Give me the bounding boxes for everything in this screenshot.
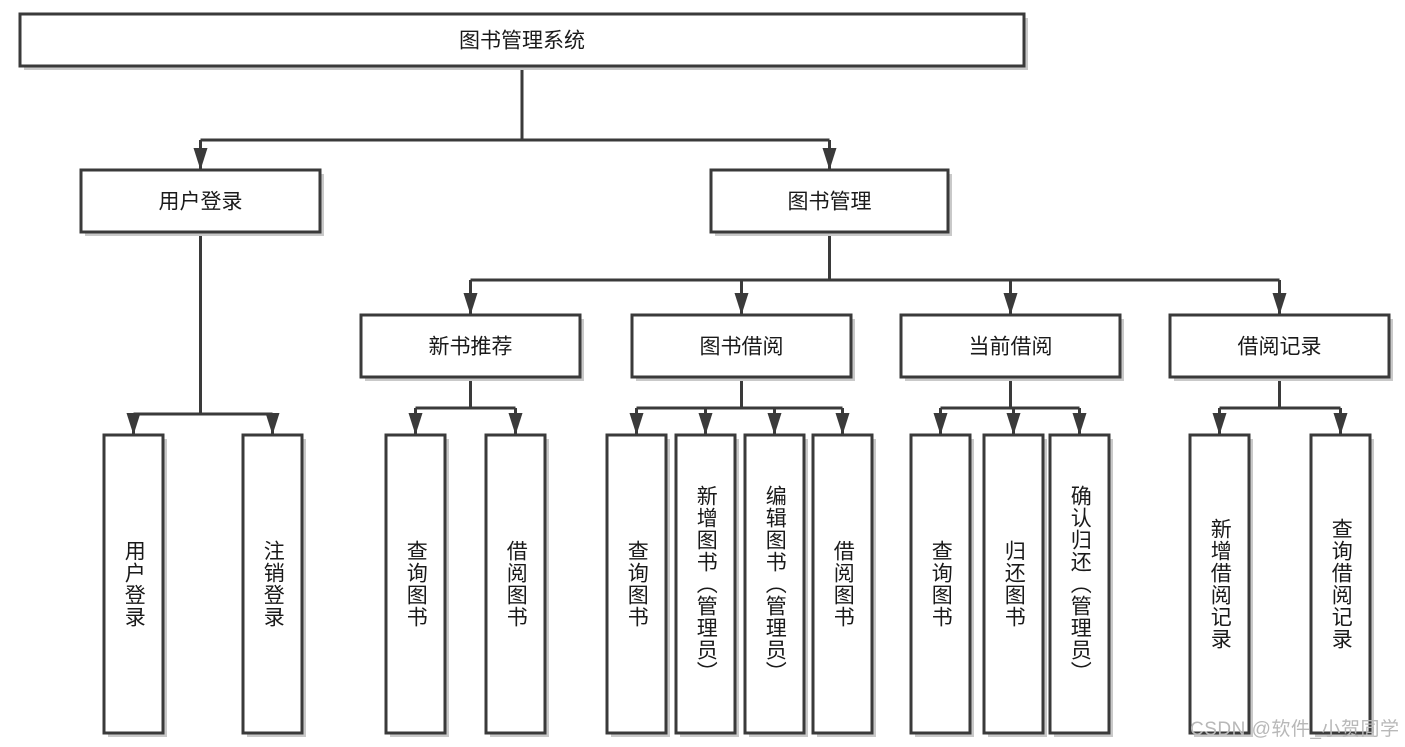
arrow-head	[463, 293, 478, 315]
node-box-leaf-borrow-book-2[interactable]	[811, 433, 874, 735]
arrow-head	[835, 413, 850, 435]
node-box-leaf-query-book-3[interactable]	[909, 433, 972, 735]
arrow-head	[933, 413, 948, 435]
arrow-head	[265, 413, 280, 435]
node-box-leaf-return-book[interactable]	[982, 433, 1045, 735]
arrow-head	[1272, 293, 1287, 315]
arrow-head	[408, 413, 423, 435]
node-box-leaf-query-record[interactable]	[1309, 433, 1372, 735]
node-box-leaf-add-record[interactable]	[1188, 433, 1251, 735]
node-box-user-login[interactable]	[79, 168, 322, 234]
node-box-root[interactable]	[18, 12, 1026, 68]
node-box-leaf-query-book-2[interactable]	[605, 433, 668, 735]
arrow-head	[1006, 413, 1021, 435]
node-box-borrow-record[interactable]	[1168, 313, 1391, 379]
node-label-borrow-record: 借阅记录	[1238, 336, 1322, 359]
arrow-head	[126, 413, 141, 435]
csdn-watermark: CSDN @软件_小贺同学	[1190, 719, 1400, 740]
node-box-leaf-borrow-book-1[interactable]	[484, 433, 547, 735]
arrow-head	[822, 148, 837, 170]
arrow-head	[1072, 413, 1087, 435]
boxes-layer	[18, 12, 1393, 737]
arrow-head	[1003, 293, 1018, 315]
node-label-book-manage: 图书管理	[788, 191, 872, 214]
node-box-leaf-query-book-1[interactable]	[384, 433, 447, 735]
arrow-head	[1333, 413, 1348, 435]
node-box-leaf-user-login[interactable]	[102, 433, 165, 735]
node-box-leaf-edit-book[interactable]	[743, 433, 806, 735]
arrow-head	[767, 413, 782, 435]
edges-layer	[126, 66, 1348, 435]
node-label-new-book-rec: 新书推荐	[429, 336, 513, 359]
node-label-current-borrow: 当前借阅	[969, 336, 1053, 359]
node-box-leaf-confirm-return[interactable]	[1048, 433, 1111, 735]
node-box-book-manage[interactable]	[709, 168, 950, 234]
node-box-new-book-rec[interactable]	[359, 313, 582, 379]
arrow-head	[734, 293, 749, 315]
arrow-head	[1212, 413, 1227, 435]
node-box-book-borrow[interactable]	[630, 313, 853, 379]
arrow-head	[629, 413, 644, 435]
node-label-root: 图书管理系统	[459, 30, 585, 53]
arrow-head	[698, 413, 713, 435]
node-box-leaf-add-book[interactable]	[674, 433, 737, 735]
arrow-head	[193, 148, 208, 170]
arrow-head	[508, 413, 523, 435]
node-box-leaf-user-logout[interactable]	[241, 433, 304, 735]
node-label-user-login: 用户登录	[159, 191, 243, 214]
node-box-current-borrow[interactable]	[899, 313, 1122, 379]
node-label-book-borrow: 图书借阅	[700, 336, 784, 359]
